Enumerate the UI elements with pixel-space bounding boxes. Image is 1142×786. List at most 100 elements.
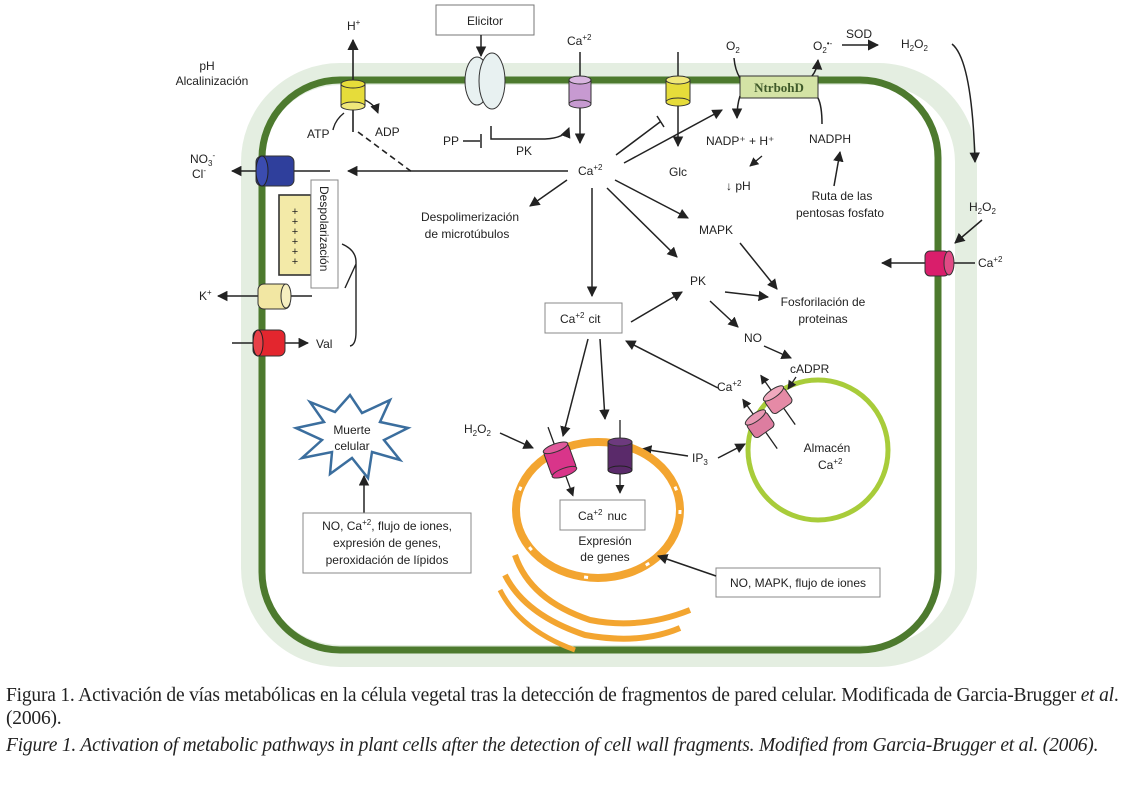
- caption-spanish-year: . (2006).: [6, 685, 1119, 729]
- elicitor-receptor: [464, 52, 506, 110]
- caption-spanish: Figura 1. Activación de vías metabólicas…: [6, 684, 1142, 730]
- ntrbohd-enzyme: [739, 75, 819, 99]
- val-label: Val: [316, 337, 332, 351]
- nuc-channel-purple: [607, 420, 633, 494]
- pk-path: [490, 126, 571, 140]
- ca-inhibits-glc: [615, 115, 665, 156]
- svg-text:+: +: [292, 206, 298, 218]
- h2o2-nuc-label: H2O2: [464, 422, 491, 438]
- svg-text:+: +: [292, 246, 298, 258]
- h2o2-diffusion-arrow: [951, 43, 980, 164]
- ntrbohd-label: NtrbohD: [754, 80, 804, 95]
- no-label: NO: [744, 331, 762, 345]
- caption-spanish-main: Figura 1. Activación de vías metabólicas…: [6, 685, 1081, 706]
- val-channel: [232, 329, 310, 357]
- ph-label: pH: [199, 59, 214, 73]
- superoxide-label: O2•-: [813, 39, 833, 55]
- nuc-channel-pink: [542, 426, 578, 497]
- cell-wall: [241, 63, 977, 667]
- h2o2-right-label: H2O2: [969, 200, 996, 216]
- depolarization-indicator: + + + + + +: [278, 194, 312, 276]
- o2-label: O2: [726, 39, 740, 55]
- nadp-to-ph-arrow: [749, 155, 763, 167]
- pp-inhibition: [463, 134, 482, 148]
- no-to-cadpr: [763, 345, 792, 359]
- store-channel-ip3: [742, 398, 778, 449]
- pk-to-fosforilacion: [724, 290, 770, 302]
- fosforilacion-label-2: proteinas: [798, 312, 847, 326]
- despol-micro-label-2: de microtúbulos: [425, 227, 510, 241]
- ca-to-mapk: [614, 179, 689, 219]
- fosforilacion-label-1: Fosforilación de: [781, 295, 866, 309]
- store-to-ca-cit: [625, 340, 719, 389]
- death-causes-line-3: peroxidación de lípidos: [326, 553, 449, 567]
- calcium-store: [745, 377, 891, 523]
- ca-nuc-box: [559, 499, 646, 531]
- depolarization-brace: [341, 243, 357, 347]
- ip3-to-store: [717, 443, 746, 459]
- nuc-regulators-box: [715, 567, 881, 598]
- cadpr-arrow: [787, 376, 797, 390]
- h2o2-calcium-channel: [880, 250, 975, 277]
- cell-death-burst: [292, 392, 412, 482]
- ca-cit-to-pk: [630, 291, 683, 323]
- svg-text:+: +: [292, 226, 298, 238]
- ip3-to-nuc-channel: [640, 445, 689, 457]
- anion-channel: [230, 155, 330, 187]
- mapk-label: MAPK: [699, 223, 733, 237]
- expresion-label-1: Expresión: [578, 534, 631, 548]
- death-causes-line-1: NO, Ca+2, flujo de iones,: [322, 518, 452, 533]
- ca-cit-box: [544, 302, 623, 334]
- nadp-label: NADP⁺ + H⁺: [706, 134, 774, 148]
- sod-label: SOD: [846, 27, 872, 41]
- death-causes-line-2: expresión de genes,: [333, 536, 441, 550]
- no3-label: NO3-: [190, 151, 215, 168]
- ip3-label: IP3: [692, 451, 708, 467]
- despolarizacion-box: [310, 179, 339, 289]
- caption-english: Figure 1. Activation of metabolic pathwa…: [6, 734, 1142, 757]
- despol-micro-label-1: Despolimerización: [421, 210, 519, 224]
- almacen-label-1: Almacén: [804, 441, 851, 455]
- h2o2-top-label: H2O2: [901, 37, 928, 53]
- store-channel-cadpr: [760, 374, 796, 425]
- alcalinizacion-label: Alcalinización: [176, 74, 249, 88]
- glucose-transporter: [665, 52, 691, 148]
- h-atpase-pump: [332, 38, 380, 132]
- svg-text:+: +: [292, 236, 298, 248]
- ca-to-nox-arrow: [623, 109, 723, 164]
- h2o2-to-channel-arrow: [954, 219, 983, 244]
- ph-down-label: ↓ pH: [726, 179, 751, 193]
- nadph-to-nox: [817, 97, 823, 125]
- svg-text:+: +: [292, 256, 298, 268]
- adp-label: ADP: [375, 125, 400, 139]
- h-plus-label: H+: [347, 18, 361, 33]
- atp-to-membrane-dashed: [357, 131, 413, 173]
- plasma-membrane: [258, 76, 942, 654]
- nucleus-er: [497, 438, 692, 653]
- pk-label: PK: [690, 274, 706, 288]
- mapk-to-fosforilacion: [739, 242, 778, 290]
- regulators-to-nucleus: [657, 554, 717, 577]
- potassium-channel: [216, 283, 312, 310]
- pk-top-label: PK: [516, 144, 532, 158]
- nadph-label: NADPH: [809, 132, 851, 146]
- ca-to-pk: [606, 187, 678, 258]
- pentosas-label-1: Ruta de las: [812, 189, 873, 203]
- elicitor-label: Elicitor: [467, 14, 503, 28]
- pk-to-no: [709, 300, 739, 328]
- ca-cit-to-nuc-channel-2: [599, 338, 610, 421]
- ca-right-label: Ca+2: [978, 255, 1003, 270]
- ca-cit-to-nuc-channel-1: [560, 338, 589, 438]
- pentosas-label-2: pentosas fosfato: [796, 206, 884, 220]
- cl-label: Cl-: [192, 166, 206, 181]
- svg-text:+: +: [292, 216, 298, 228]
- cell-signaling-diagram: pH Alcalinización H+ ATP ADP Elicitor PP…: [176, 4, 1003, 667]
- h2o2-to-nuc-channel: [499, 432, 534, 449]
- calcium-channel: [568, 52, 592, 145]
- ca-store-out-label: Ca+2: [717, 379, 742, 394]
- ca-center-label: Ca+2: [578, 163, 603, 178]
- pentosas-to-nadph: [833, 150, 844, 187]
- k-plus-label: K+: [199, 288, 212, 303]
- nuc-regulators-label: NO, MAPK, flujo de iones: [730, 576, 866, 590]
